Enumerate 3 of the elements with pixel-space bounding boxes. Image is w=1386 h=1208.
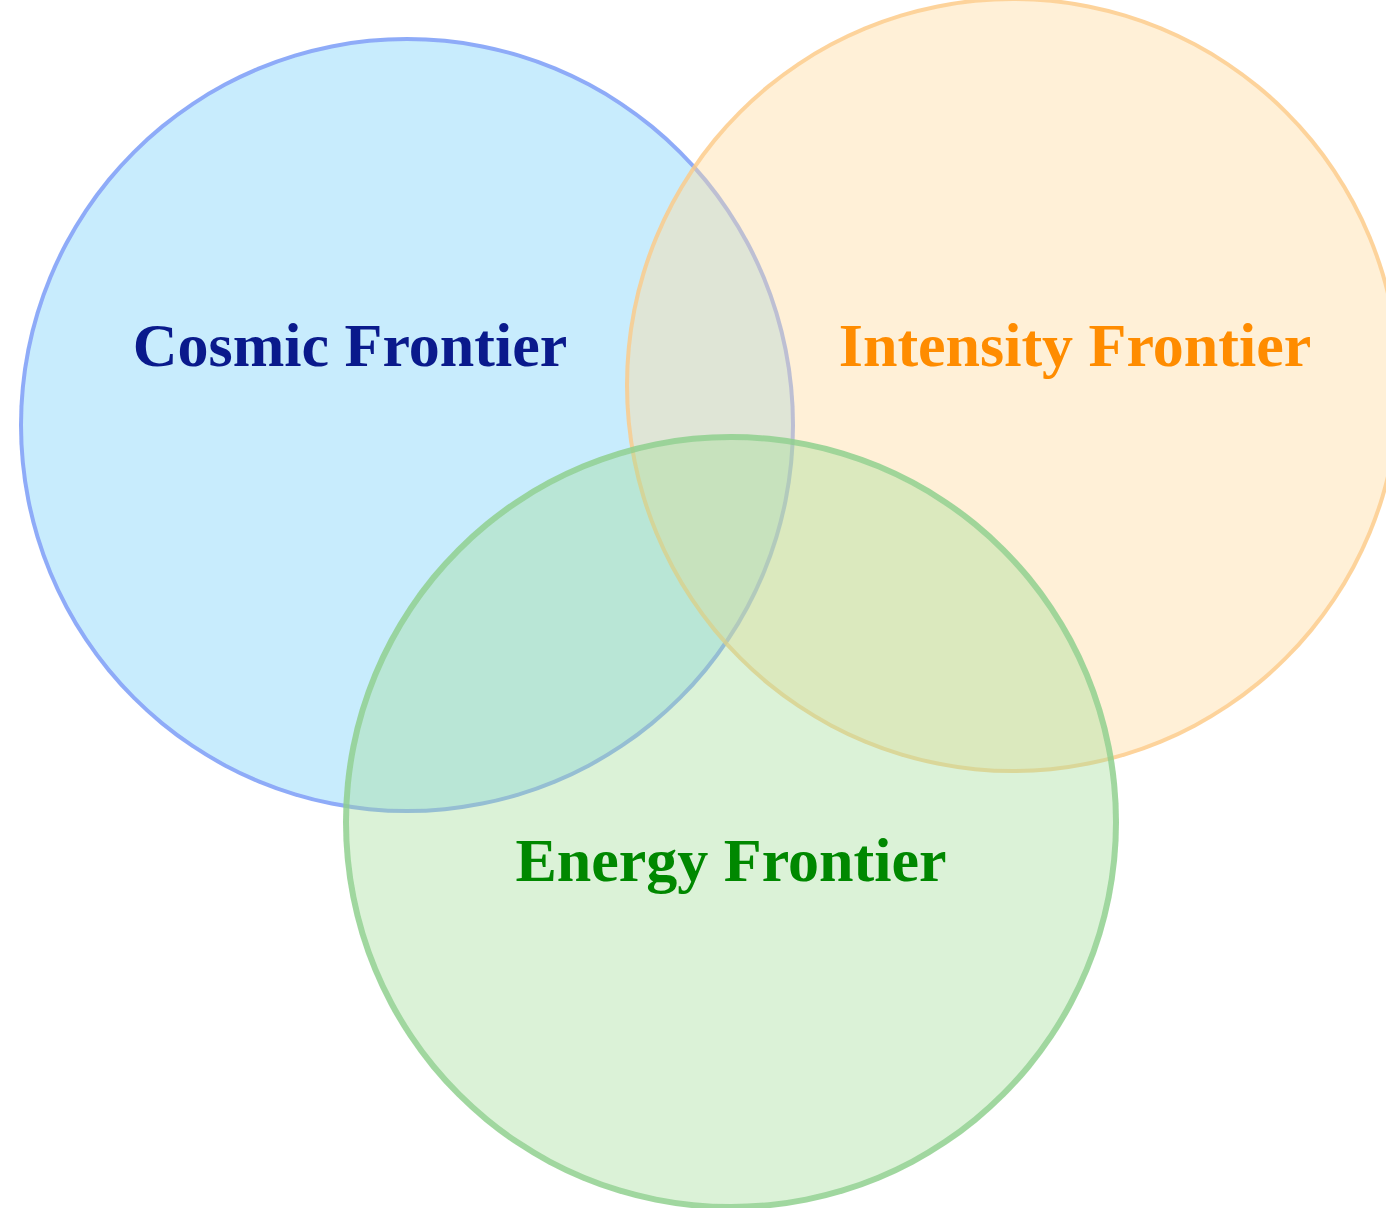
circle-label: Intensity Frontier xyxy=(838,310,1312,380)
circle-label: Energy Frontier xyxy=(515,825,947,895)
circle-label: Cosmic Frontier xyxy=(132,310,568,380)
